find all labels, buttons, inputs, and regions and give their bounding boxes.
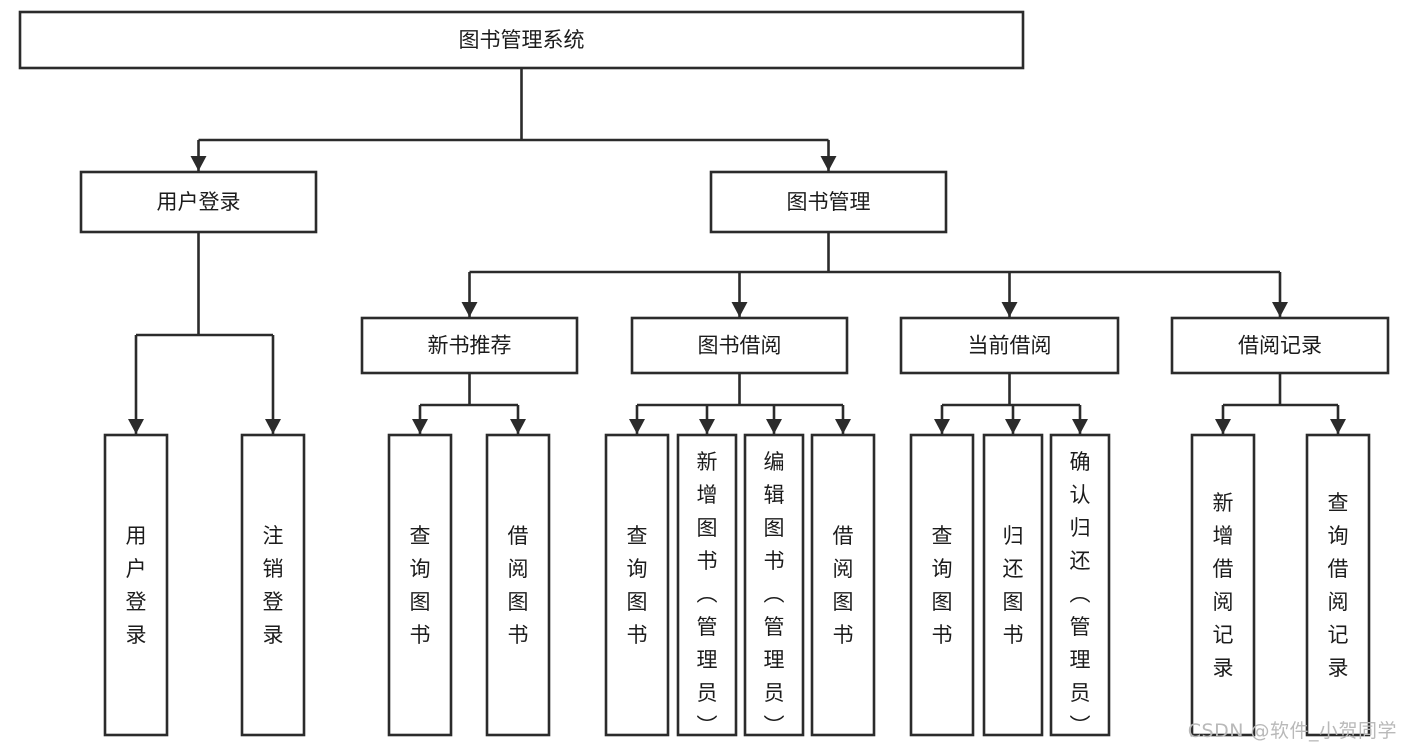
node-box-新增图书管理员[interactable] bbox=[676, 433, 738, 737]
node-label-查询借阅记录: 查询借阅记录 bbox=[1328, 491, 1349, 680]
node-新增图书管理员[interactable]: 新增图书︵管理员︶ bbox=[676, 433, 738, 738]
arrow-book-mgmt-2 bbox=[1001, 302, 1018, 317]
node-label-确认归还管理员: 确认归还︵管理员︶ bbox=[1070, 450, 1091, 738]
arrow-book-mgmt-3 bbox=[1272, 302, 1288, 317]
node-box-新增借阅记录[interactable] bbox=[1190, 433, 1256, 737]
node-label-新增图书管理员: 新增图书︵管理员︶ bbox=[697, 450, 718, 738]
arrow-cat-2-1 bbox=[1005, 419, 1021, 434]
node-box-图书管理[interactable] bbox=[709, 170, 948, 234]
node-box-查询图书[interactable] bbox=[909, 433, 975, 737]
node-box-借阅图书[interactable] bbox=[810, 433, 876, 737]
node-注销登录[interactable]: 注销登录 bbox=[240, 433, 306, 737]
node-label-借阅记录: 借阅记录 bbox=[1238, 334, 1322, 358]
arrow-user-login-0 bbox=[128, 419, 144, 434]
node-label-查询图书: 查询图书 bbox=[932, 524, 953, 647]
arrow-root-0 bbox=[190, 156, 207, 171]
node-label-当前借阅: 当前借阅 bbox=[968, 334, 1052, 358]
node-label-新书推荐: 新书推荐 bbox=[428, 334, 512, 358]
csdn-watermark: CSDN @软件_小贺同学 bbox=[1187, 720, 1397, 742]
node-归还图书[interactable]: 归还图书 bbox=[982, 433, 1044, 737]
node-label-借阅图书: 借阅图书 bbox=[508, 524, 529, 647]
node-查询图书[interactable]: 查询图书 bbox=[604, 433, 670, 737]
node-借阅记录[interactable]: 借阅记录 bbox=[1170, 316, 1390, 375]
node-label-编辑图书管理员: 编辑图书︵管理员︶ bbox=[764, 450, 785, 738]
node-编辑图书管理员[interactable]: 编辑图书︵管理员︶ bbox=[743, 433, 805, 738]
node-label-图书管理: 图书管理 bbox=[787, 190, 871, 214]
node-box-确认归还管理员[interactable] bbox=[1049, 433, 1111, 737]
node-box-查询借阅记录[interactable] bbox=[1305, 433, 1371, 737]
arrow-cat-3-1 bbox=[1330, 419, 1346, 434]
node-查询图书[interactable]: 查询图书 bbox=[909, 433, 975, 737]
node-查询图书[interactable]: 查询图书 bbox=[387, 433, 453, 737]
node-label-归还图书: 归还图书 bbox=[1003, 524, 1024, 647]
arrow-book-mgmt-1 bbox=[731, 302, 748, 317]
node-图书借阅[interactable]: 图书借阅 bbox=[630, 316, 849, 375]
node-label-用户登录: 用户登录 bbox=[126, 524, 147, 647]
node-box-图书管理系统[interactable] bbox=[18, 10, 1025, 70]
node-box-查询图书[interactable] bbox=[604, 433, 670, 737]
node-借阅图书[interactable]: 借阅图书 bbox=[485, 433, 551, 737]
node-新增借阅记录[interactable]: 新增借阅记录 bbox=[1190, 433, 1256, 737]
node-确认归还管理员[interactable]: 确认归还︵管理员︶ bbox=[1049, 433, 1111, 738]
node-label-注销登录: 注销登录 bbox=[263, 524, 284, 647]
node-label-新增借阅记录: 新增借阅记录 bbox=[1213, 491, 1234, 680]
node-box-用户登录[interactable] bbox=[103, 433, 169, 737]
node-box-查询图书[interactable] bbox=[387, 433, 453, 737]
node-新书推荐[interactable]: 新书推荐 bbox=[360, 316, 579, 375]
node-box-借阅图书[interactable] bbox=[485, 433, 551, 737]
node-label-图书管理系统: 图书管理系统 bbox=[459, 28, 585, 52]
arrow-book-mgmt-0 bbox=[461, 302, 478, 317]
arrow-cat-1-3 bbox=[835, 419, 851, 434]
node-box-编辑图书管理员[interactable] bbox=[743, 433, 805, 737]
arrow-cat-2-0 bbox=[934, 419, 950, 434]
node-查询借阅记录[interactable]: 查询借阅记录 bbox=[1305, 433, 1371, 737]
node-用户登录[interactable]: 用户登录 bbox=[79, 170, 318, 234]
node-图书管理[interactable]: 图书管理 bbox=[709, 170, 948, 234]
node-当前借阅[interactable]: 当前借阅 bbox=[899, 316, 1120, 375]
node-box-当前借阅[interactable] bbox=[899, 316, 1120, 375]
arrow-cat-2-2 bbox=[1072, 419, 1088, 434]
node-box-用户登录[interactable] bbox=[79, 170, 318, 234]
node-label-用户登录: 用户登录 bbox=[157, 190, 241, 214]
arrow-cat-1-0 bbox=[629, 419, 645, 434]
node-label-借阅图书: 借阅图书 bbox=[833, 524, 854, 647]
node-box-注销登录[interactable] bbox=[240, 433, 306, 737]
node-label-图书借阅: 图书借阅 bbox=[698, 334, 782, 358]
arrow-cat-0-0 bbox=[412, 419, 428, 434]
node-box-归还图书[interactable] bbox=[982, 433, 1044, 737]
node-label-查询图书: 查询图书 bbox=[410, 524, 431, 647]
node-box-借阅记录[interactable] bbox=[1170, 316, 1390, 375]
arrow-cat-3-0 bbox=[1215, 419, 1231, 434]
node-box-图书借阅[interactable] bbox=[630, 316, 849, 375]
arrow-root-1 bbox=[820, 156, 837, 171]
node-图书管理系统[interactable]: 图书管理系统 bbox=[18, 10, 1025, 70]
arrow-cat-1-1 bbox=[699, 419, 715, 434]
arrow-cat-1-2 bbox=[766, 419, 782, 434]
node-box-新书推荐[interactable] bbox=[360, 316, 579, 375]
node-借阅图书[interactable]: 借阅图书 bbox=[810, 433, 876, 737]
arrow-user-login-1 bbox=[265, 419, 281, 434]
node-label-查询图书: 查询图书 bbox=[627, 524, 648, 647]
node-用户登录[interactable]: 用户登录 bbox=[103, 433, 169, 737]
arrow-cat-0-1 bbox=[510, 419, 526, 434]
